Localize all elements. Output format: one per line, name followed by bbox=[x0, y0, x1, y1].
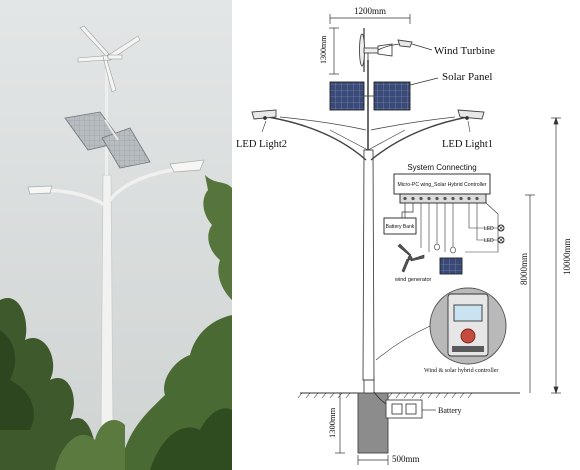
controller-dial bbox=[460, 328, 476, 344]
label-led-light-1: LED Light1 bbox=[442, 139, 493, 150]
wind-generator-icon bbox=[397, 243, 425, 273]
photo-panel bbox=[0, 0, 232, 470]
controller-wires bbox=[420, 203, 454, 252]
controller-magnifier bbox=[375, 287, 507, 365]
dim-foundation-width bbox=[357, 455, 389, 465]
lamp-arms bbox=[267, 116, 469, 161]
dim-top-width-label: 1200mm bbox=[354, 6, 386, 16]
solar-panel-right bbox=[373, 81, 411, 111]
terminal-strip bbox=[399, 193, 487, 204]
led-wires bbox=[465, 202, 499, 253]
battery-bank-label: Battery Bank bbox=[386, 224, 415, 230]
leader-solar-panel bbox=[409, 77, 439, 86]
ground-line bbox=[297, 392, 520, 399]
mini-solar-panel bbox=[439, 257, 463, 275]
leader-led-1 bbox=[467, 120, 471, 133]
dim-top-width bbox=[329, 14, 411, 24]
schematic-diagram bbox=[251, 14, 561, 465]
led-a-label: LED bbox=[484, 226, 494, 232]
label-battery: Battery bbox=[438, 406, 462, 415]
led-light-2-head bbox=[251, 109, 277, 120]
controller-box-label: Micro-PC wing_Solar Hybrid Controller bbox=[397, 182, 486, 188]
bulb-icons bbox=[434, 243, 456, 254]
photo-solar-panels bbox=[64, 111, 151, 169]
dim-total-height bbox=[551, 116, 561, 395]
leader-led-2 bbox=[261, 120, 267, 133]
dim-foundation-depth bbox=[335, 392, 345, 454]
top-small-lamp bbox=[397, 39, 413, 48]
divider bbox=[232, 0, 236, 470]
terminal-screws bbox=[403, 196, 479, 201]
leader-wind-turbine bbox=[411, 43, 433, 51]
label-led-light-2: LED Light2 bbox=[236, 139, 287, 150]
led-b-label: LED bbox=[484, 238, 494, 244]
dim-total-height-label: 10000mm bbox=[562, 238, 572, 275]
leader-controller bbox=[375, 325, 431, 361]
dim-turbine-height-label: 1300mm bbox=[319, 35, 328, 64]
label-solar-panel: Solar Panel bbox=[442, 71, 492, 83]
dim-pole-height-label: 8000mm bbox=[519, 253, 529, 285]
battery-box bbox=[373, 391, 423, 419]
dim-pole-height bbox=[525, 194, 535, 393]
solar-panel-left bbox=[329, 81, 365, 111]
led-light-1-dot bbox=[465, 116, 469, 120]
wind-generator-label: wind generator bbox=[394, 277, 432, 283]
led-light-1-head bbox=[457, 109, 485, 120]
dim-turbine-height bbox=[329, 27, 339, 75]
controller-screen bbox=[453, 304, 483, 322]
battery-bank-box bbox=[383, 217, 417, 235]
photo-wind-turbine bbox=[77, 25, 141, 93]
main-pole bbox=[362, 149, 375, 381]
dim-foundation-width-label: 500mm bbox=[392, 454, 420, 464]
system-connecting-inset bbox=[383, 173, 505, 275]
label-wind-turbine: Wind Turbine bbox=[434, 45, 495, 57]
controller-port-bar bbox=[452, 346, 484, 352]
photo-trees bbox=[0, 175, 232, 470]
inset-title: System Connecting bbox=[407, 163, 476, 172]
dim-foundation-depth-label: 1300mm bbox=[327, 407, 337, 438]
photo-lamp-heads bbox=[27, 159, 205, 195]
wind-turbine bbox=[359, 28, 393, 72]
controller-caption: Wind & solar hybrid controller bbox=[424, 368, 498, 374]
text-labels: 1200mm 1300mm Wind Turbine Solar Panel L… bbox=[236, 6, 572, 464]
led-light-2-dot bbox=[263, 116, 267, 120]
